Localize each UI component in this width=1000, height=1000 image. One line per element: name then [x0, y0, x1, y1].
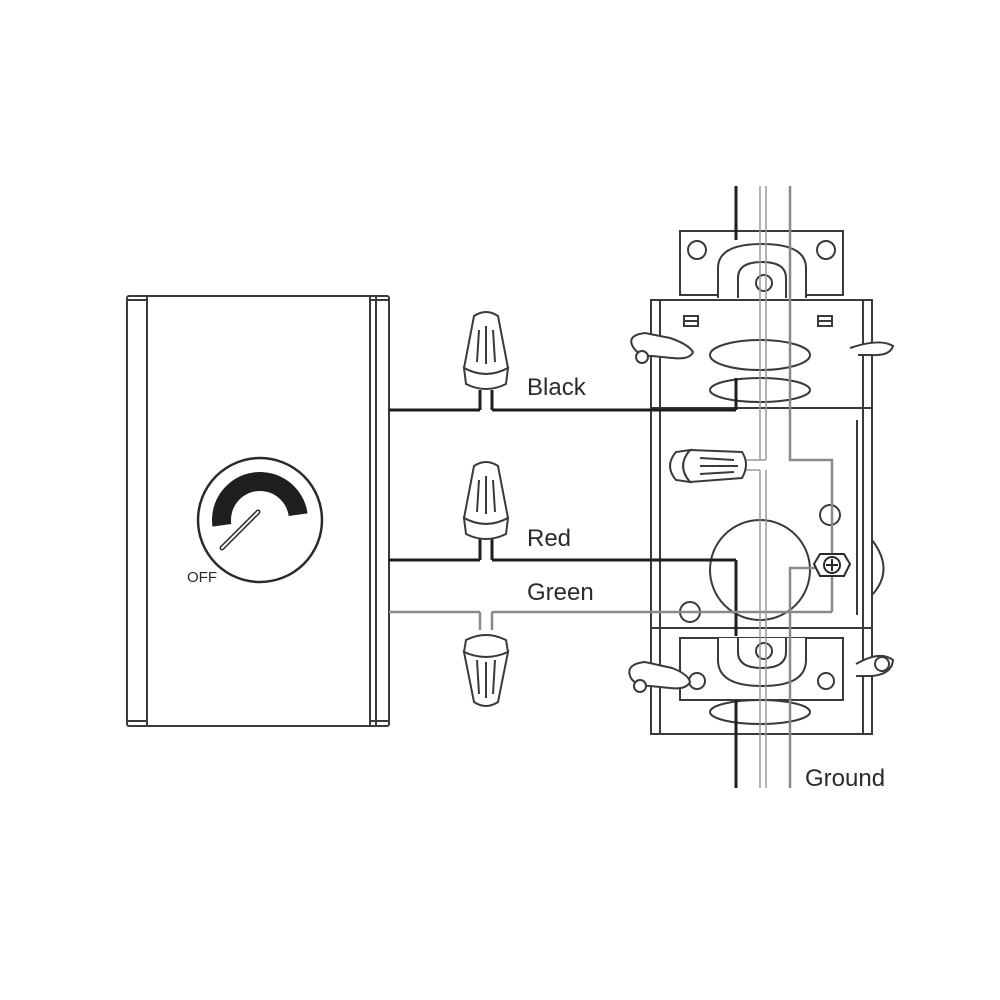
wire-nut-icon [462, 311, 510, 390]
neutral-wire [745, 186, 767, 788]
ground-screw-icon [812, 553, 852, 577]
red-wire-label: Red [527, 525, 571, 552]
wire-nut-icon [669, 448, 747, 484]
black-wire-label: Black [527, 374, 587, 401]
rotary-dimmer-icon [196, 456, 324, 584]
wire-nut-icon [462, 461, 510, 540]
black-wire [389, 186, 738, 412]
green-wire-label: Green [527, 579, 594, 606]
ground-wire-label: Ground [805, 765, 885, 792]
red-wire [389, 538, 738, 788]
green-wire [389, 572, 834, 630]
dimmer-switch-plate [126, 295, 390, 727]
off-label: OFF [187, 569, 217, 586]
wire-nut-icon [462, 634, 510, 707]
electrical-box-icon [628, 230, 895, 735]
